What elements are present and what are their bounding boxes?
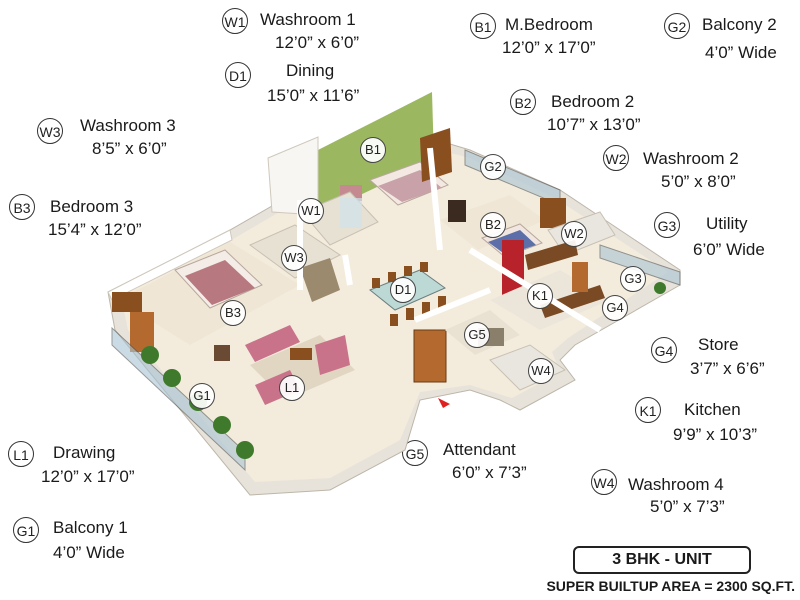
room-dimensions: 6’0” x 7’3” xyxy=(452,463,527,482)
room-name: Bedroom 3 xyxy=(50,197,134,216)
plan-marker-g4: G4 xyxy=(602,295,628,321)
room-dimensions: 8’5” x 6’0” xyxy=(92,139,167,158)
room-dimensions: 3’7” x 6’6” xyxy=(690,359,765,378)
room-dimensions: 12’0” x 6’0” xyxy=(275,33,360,52)
tv-unit xyxy=(448,200,466,222)
plan-marker-w4: W4 xyxy=(528,358,554,384)
entry-arrow xyxy=(438,398,450,408)
wardrobe-b1 xyxy=(420,128,452,182)
room-code-badge: D1 xyxy=(225,62,251,88)
room-dimensions: 12’0” x 17’0” xyxy=(41,467,135,486)
room-dimensions: 10’7” x 13’0” xyxy=(547,115,641,134)
room-code-badge: L1 xyxy=(8,441,34,467)
room-dimensions: 5’0” x 7’3” xyxy=(650,497,725,516)
room-dimensions: 9’9” x 10’3” xyxy=(673,425,758,444)
room-code-badge: K1 xyxy=(635,397,661,423)
room-code-badge: G1 xyxy=(13,517,39,543)
room-dimensions: 4’0” Wide xyxy=(705,43,777,62)
room-name: Bedroom 2 xyxy=(551,92,635,111)
room-code-badge: B1 xyxy=(470,13,496,39)
balcony-1-rail xyxy=(111,326,246,472)
room-code-badge: G4 xyxy=(651,337,677,363)
room-name: Balcony 1 xyxy=(53,518,128,537)
utility-door xyxy=(572,262,588,292)
plan-marker-d1: D1 xyxy=(390,277,416,303)
plan-marker-k1: K1 xyxy=(527,283,553,309)
room-name: Kitchen xyxy=(684,400,741,419)
plan-marker-g1: G1 xyxy=(189,383,215,409)
plan-marker-g3: G3 xyxy=(620,266,646,292)
room-dimensions: 4’0” Wide xyxy=(53,543,125,562)
chair-b3 xyxy=(214,345,230,361)
washroom-3-tiles xyxy=(300,258,340,302)
room-name: Balcony 2 xyxy=(702,15,777,34)
room-name: Dining xyxy=(286,61,335,80)
room-name: M.Bedroom xyxy=(505,15,593,34)
room-dimensions: 15’4” x 12’0” xyxy=(48,220,142,239)
plan-marker-b3: B3 xyxy=(220,300,246,326)
room-name: Washroom 1 xyxy=(260,10,356,29)
room-dimensions: 12’0” x 17’0” xyxy=(502,38,596,57)
wall-b3-back xyxy=(107,229,233,301)
plan-marker-g2: G2 xyxy=(480,154,506,180)
plan-marker-b1: B1 xyxy=(360,137,386,163)
room-dimensions: 15’0” x 11’6” xyxy=(267,86,360,105)
plan-marker-g5: G5 xyxy=(464,322,490,348)
room-name: Utility xyxy=(706,214,748,233)
bedroom-3-bed-cover xyxy=(185,260,255,305)
room-code-badge: B2 xyxy=(510,89,536,115)
kitchen-counter xyxy=(525,240,578,270)
coffee-table xyxy=(290,348,312,360)
main-entrance-door xyxy=(413,329,447,383)
room-name: Washroom 4 xyxy=(628,475,724,494)
room-name: Attendant xyxy=(443,440,516,459)
room-name: Washroom 2 xyxy=(643,149,739,168)
plan-marker-w3: W3 xyxy=(281,245,307,271)
plan-marker-b2: B2 xyxy=(480,212,506,238)
shower-glass-w1 xyxy=(340,198,362,228)
room-name: Washroom 3 xyxy=(80,116,176,135)
plan-marker-w2: W2 xyxy=(561,221,587,247)
room-dimensions: 5’0” x 8’0” xyxy=(661,172,736,191)
plan-marker-w1: W1 xyxy=(298,198,324,224)
sofa-main xyxy=(245,325,300,362)
room-name: Store xyxy=(698,335,739,354)
door-b3 xyxy=(130,312,154,352)
room-name: Drawing xyxy=(53,443,116,462)
room-code-badge: W3 xyxy=(37,118,63,144)
wardrobe-b3 xyxy=(112,292,142,312)
utility-rail xyxy=(599,244,681,286)
dining-chairs xyxy=(372,262,446,326)
wardrobe-b2 xyxy=(540,198,566,228)
room-code-badge: B3 xyxy=(9,194,35,220)
plan-marker-l1: L1 xyxy=(279,375,305,401)
room-code-badge: W1 xyxy=(222,8,248,34)
room-code-badge: W4 xyxy=(591,469,617,495)
room-code-badge: W2 xyxy=(603,145,629,171)
super-builtup-area: SUPER BUILTUP AREA = 2300 SQ.FT. xyxy=(546,578,795,594)
kitchen-counter-front xyxy=(540,285,605,318)
plants-utility xyxy=(654,282,666,294)
room-code-badge: G2 xyxy=(664,13,690,39)
unit-type-label: 3 BHK - UNIT xyxy=(573,546,751,574)
room-dimensions: 6’0” Wide xyxy=(693,240,765,259)
sofa-side xyxy=(315,335,350,375)
washroom-4-floor xyxy=(489,344,567,391)
room-code-badge: G3 xyxy=(654,212,680,238)
